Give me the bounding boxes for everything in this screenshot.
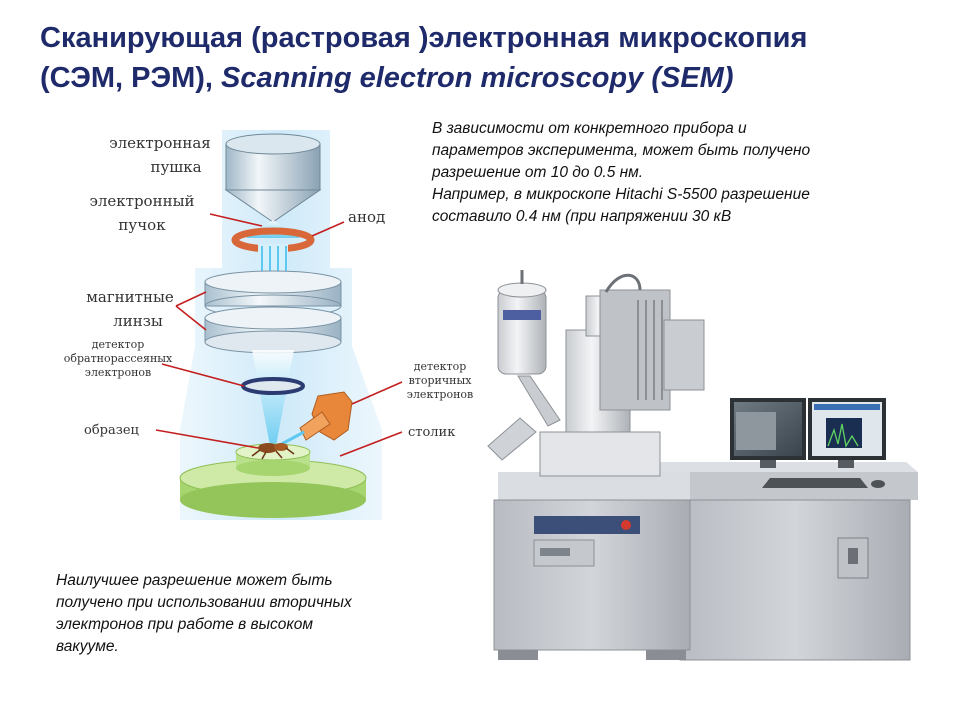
sample (251, 443, 295, 460)
sem-column (539, 273, 705, 477)
resolution-note-line: В зависимости от конкретного прибора и (432, 120, 747, 137)
resolution-note-line: разрешение от 10 до 0.5 нм. (432, 164, 644, 181)
lens-leader-lower (175, 305, 207, 331)
label-electron-beam-2: пучок (118, 216, 166, 234)
resolution-note: В зависимости от конкретного прибора и п… (432, 118, 810, 228)
sem-instrument-illustration (487, 270, 918, 661)
label-lenses-2: линзы (113, 312, 163, 330)
label-electron-beam-1: электронный (89, 192, 194, 210)
label-bse-3: электронов (85, 366, 151, 379)
resolution-note-line: Например, в микроскопе Hitachi S-5500 ра… (432, 186, 810, 203)
magnetic-lens-upper (204, 270, 342, 318)
resolution-note-line: составило 0.4 нм (при напряжении 30 кВ (432, 208, 732, 225)
label-electron-gun-1: электронная (109, 134, 211, 152)
title-line-1: Сканирующая (растровая )электронная микр… (40, 22, 808, 54)
title-latin: Scanning electron microscopy (SEM) (221, 62, 734, 94)
electron-beam-lower (252, 350, 294, 446)
backscatter-detector (241, 377, 305, 395)
bse-leader-line (161, 363, 245, 387)
label-stage: столик (408, 425, 455, 440)
specimen-stage (179, 443, 367, 518)
label-bse-2: обратнорассеяных (64, 352, 173, 365)
label-se-3: электронов (407, 388, 473, 401)
anode-leader-line (311, 221, 345, 237)
side-arm (487, 417, 537, 461)
label-se-2: вторичных (409, 374, 473, 387)
resolution-note-line: параметров эксперимента, может быть полу… (432, 142, 811, 159)
best-resolution-note-line: вакууме. (56, 638, 119, 655)
title-prefix: (СЭМ, РЭМ), (40, 62, 222, 94)
label-anode: анод (348, 208, 385, 226)
keyboard (762, 478, 885, 488)
monitor-right (808, 398, 886, 468)
title-line-2: (СЭМ, РЭМ), Scanning electron microscopy… (40, 58, 940, 98)
label-se-1: детектор (414, 360, 467, 373)
best-resolution-note: Наилучшее разрешение может быть получено… (56, 570, 352, 658)
dewar-tank (497, 270, 561, 427)
label-bse-1: детектор (92, 338, 145, 351)
sem-schematic: электронная пушка электронный пучок анод… (64, 130, 473, 520)
se-leader-line (351, 381, 403, 405)
label-lenses-1: магнитные (86, 288, 174, 306)
stage-leader-line (339, 431, 403, 457)
main-cabinet (493, 472, 691, 660)
best-resolution-note-line: электронов при работе в высоком (56, 616, 313, 633)
monitor-left (730, 398, 806, 468)
magnetic-lens-lower (204, 306, 342, 354)
best-resolution-note-line: получено при использовании вторичных (56, 594, 352, 611)
best-resolution-note-line: Наилучшее разрешение может быть (56, 572, 333, 589)
electron-gun (224, 133, 322, 223)
label-electron-gun-2: пушка (150, 158, 201, 176)
sample-leader-line (155, 429, 259, 449)
page-title: Сканирующая (растровая )электронная микр… (40, 18, 940, 98)
label-sample: образец (84, 423, 139, 438)
lens-leader-upper (175, 291, 207, 307)
leader-lines (155, 213, 403, 457)
beam-leader-line (209, 213, 263, 227)
